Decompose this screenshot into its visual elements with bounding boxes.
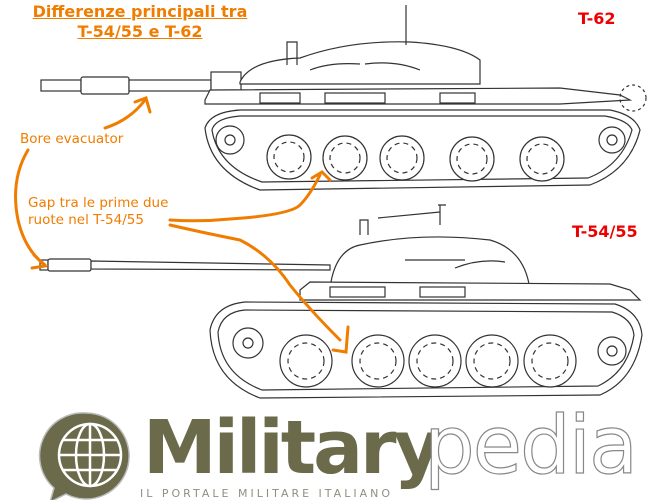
- logo-tagline: IL PORTALE MILITARE ITALIANO: [140, 487, 393, 500]
- annotation-wheel-gap-line-1: Gap tra le prime due: [28, 195, 169, 211]
- annotation-bore-evacuator: Bore evacuator: [20, 131, 124, 147]
- logo-wordmark-pedia: pedia: [423, 399, 638, 492]
- diagram-title: Differenze principali tra T-54/55 e T-62: [0, 2, 280, 42]
- annotation-wheel-gap: Gap tra le prime due ruote nel T-54/55: [28, 195, 168, 229]
- title-line-2: T-54/55 e T-62: [77, 22, 203, 41]
- logo-wordmark-military: Military: [143, 405, 442, 491]
- t62-bore-evacuator: [80, 76, 130, 95]
- tank-label-t54-55: T-54/55: [572, 222, 638, 241]
- bore-evacuator-arrow-t54: [14, 148, 49, 270]
- tank-label-t62: T-62: [578, 9, 616, 28]
- title-line-1: Differenze principali tra: [32, 2, 248, 21]
- t54-55-road-wheels: [279, 334, 577, 388]
- annotation-arrows: [14, 96, 350, 354]
- annotation-wheel-gap-line-2: ruote nel T-54/55: [28, 212, 144, 228]
- globe-speech-bubble-icon: [38, 412, 130, 500]
- t62-road-wheels: [266, 134, 565, 182]
- wheel-gap-arrow-t62: [168, 170, 332, 223]
- bore-evacuator-arrow: [103, 96, 152, 130]
- wheel-gap-arrow-t54: [168, 223, 350, 354]
